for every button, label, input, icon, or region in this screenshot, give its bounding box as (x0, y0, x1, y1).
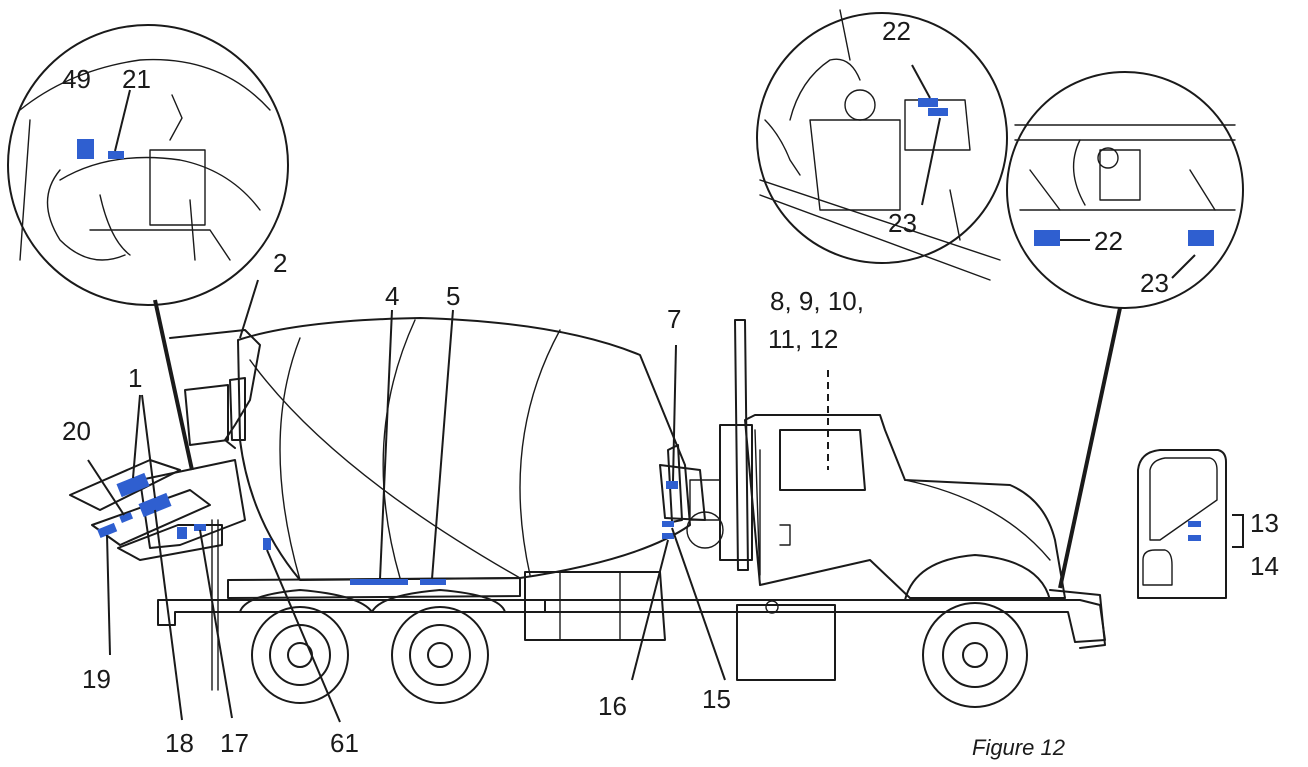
callout-14: 14 (1250, 551, 1279, 581)
decal-13 (1188, 521, 1201, 527)
decal-49 (77, 139, 94, 159)
engine-detail-inset: 22 23 (756, 9, 1008, 281)
callout-22-engine: 22 (882, 16, 911, 46)
callout-11-12: 11, 12 (768, 324, 838, 354)
callout-7: 7 (667, 304, 681, 334)
callout-19: 19 (82, 664, 111, 694)
callout-49: 49 (62, 64, 91, 94)
figure-caption: Figure 12 (972, 735, 1065, 760)
callout-1: 1 (128, 363, 142, 393)
chute-inset-leader (153, 299, 194, 471)
decal-7 (666, 481, 678, 489)
callout-4: 4 (385, 281, 399, 311)
decal-5 (420, 579, 446, 585)
decal-4 (350, 579, 408, 585)
bumper-detail-inset: 22 23 (1006, 71, 1244, 309)
decal-19 (97, 522, 118, 539)
callout-leaders (87, 279, 829, 723)
decal-20 (119, 511, 134, 523)
door-detail (1137, 449, 1244, 599)
decal-15 (662, 521, 674, 527)
decal-1b (138, 492, 172, 518)
decal-16 (662, 533, 674, 539)
callout-22-bumper: 22 (1094, 226, 1123, 256)
decal-23a (928, 108, 948, 116)
mixer-truck-illustration (69, 317, 1106, 708)
bumper-inset-leader (1058, 307, 1122, 589)
decal-22b (1034, 230, 1060, 246)
callout-8-9-10: 8, 9, 10, (770, 286, 864, 316)
callout-15: 15 (702, 684, 731, 714)
decal-1a (116, 472, 150, 498)
decal-markers (97, 472, 678, 585)
callout-13: 13 (1250, 508, 1279, 538)
callout-labels: 1 2 4 5 7 8, 9, 10, 11, 12 13 14 15 16 1… (62, 248, 1279, 760)
callout-61: 61 (330, 728, 359, 758)
decal-21 (108, 151, 124, 159)
callout-18: 18 (165, 728, 194, 758)
decal-61 (263, 538, 271, 550)
decal-23b (1188, 230, 1214, 246)
callout-23-bumper: 23 (1140, 268, 1169, 298)
callout-17: 17 (220, 728, 249, 758)
callout-5: 5 (446, 281, 460, 311)
decal-17 (194, 524, 206, 531)
decal-22a (918, 98, 938, 107)
decal-14 (1188, 535, 1201, 541)
callout-21: 21 (122, 64, 151, 94)
callout-16: 16 (598, 691, 627, 721)
callout-20: 20 (62, 416, 91, 446)
callout-23-engine: 23 (888, 208, 917, 238)
callout-2: 2 (273, 248, 287, 278)
chute-detail-inset: 49 21 (7, 24, 289, 306)
decal-18 (177, 527, 187, 539)
